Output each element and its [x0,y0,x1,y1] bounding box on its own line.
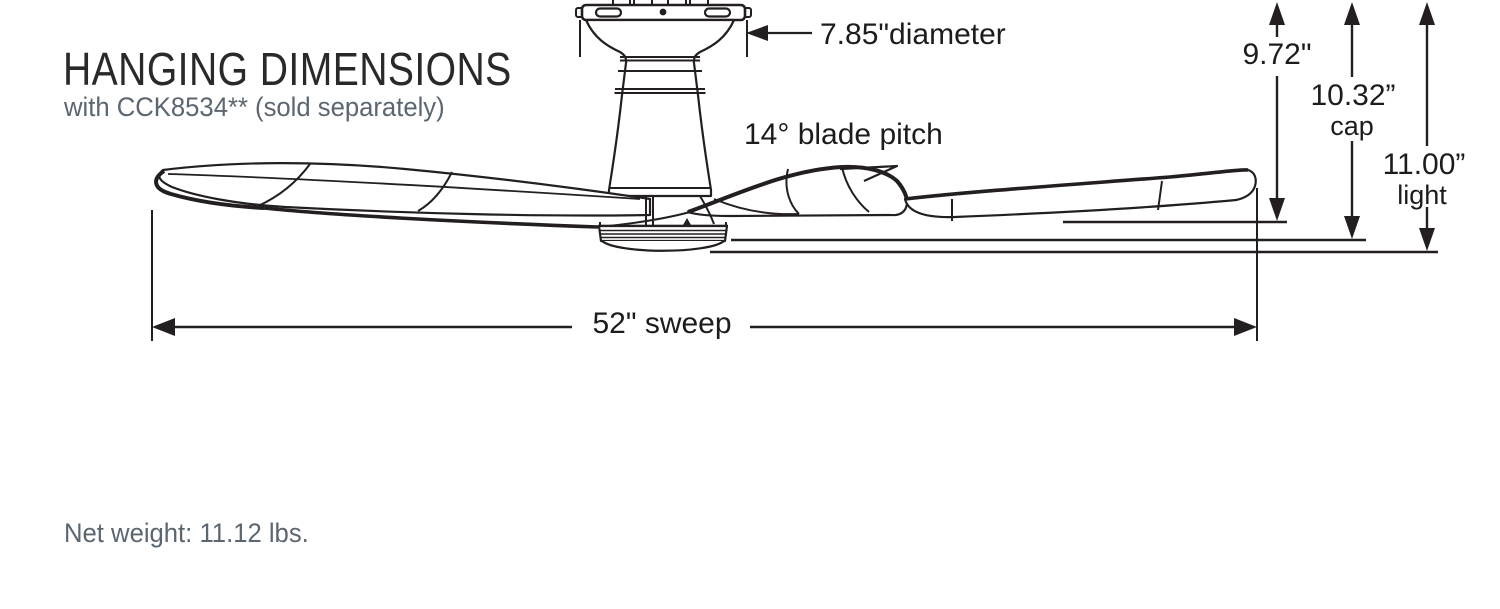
right-blade [903,168,1257,221]
blade-pitch-label: 14° blade pitch [744,118,943,151]
dim-diameter [579,20,812,57]
page-subtitle: with CCK8534** (sold separately) [64,92,445,122]
canopy-slot-left [594,7,623,18]
dim-972 [1063,2,1287,224]
hub-diameter-label: 7.85"diameter [820,18,1006,51]
arrowhead-left-icon [746,25,768,41]
dim-1100 [710,2,1438,254]
height-to-light-label: 11.00” [1382,148,1466,181]
dim-1032 [731,2,1366,242]
middle-blade [597,164,909,228]
canopy-slot-right [703,7,732,18]
net-weight-text: Net weight: 11.12 lbs. [64,518,309,548]
arrowhead-left-icon [152,318,175,336]
dim-sweep [151,188,1258,341]
page-title: HANGING DIMENSIONS [63,43,512,95]
arrowhead-up-icon [1419,2,1435,25]
left-blade [154,162,652,229]
motor-housing [584,18,736,198]
sweep-label: 52" sweep [592,307,732,340]
arrowhead-right-icon [1234,318,1257,336]
height-to-cap-label: 10.32” [1310,79,1396,112]
height-to-cap-sublabel: cap [1330,111,1374,141]
arrowhead-up-icon [1344,2,1360,25]
arrowhead-up-icon [1269,2,1285,25]
light-dome [601,240,725,252]
arrowhead-down-icon [1269,198,1285,221]
arrowhead-down-icon [1344,216,1360,239]
arrowhead-down-icon [1419,228,1435,251]
reverse-switch-marker [683,218,691,225]
canopy-screw [659,8,667,16]
height-to-blade-label: 9.72" [1242,38,1312,71]
light-kit [597,195,729,252]
height-to-light-sublabel: light [1397,180,1447,210]
canopy-mount [575,0,752,22]
